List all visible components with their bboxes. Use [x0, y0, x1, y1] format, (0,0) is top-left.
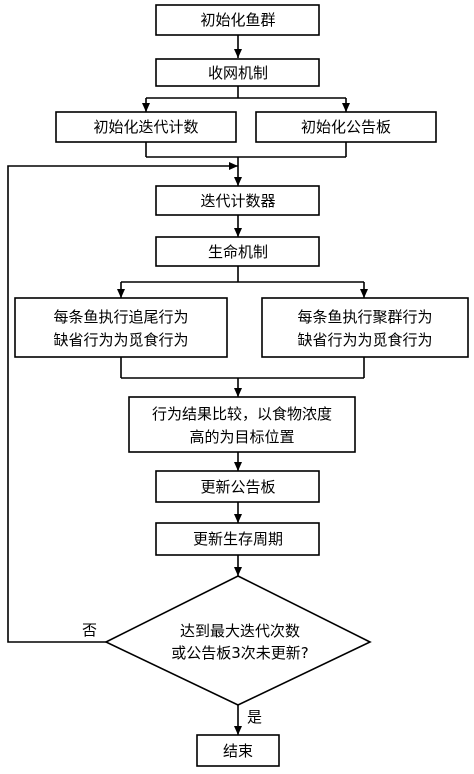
- node-init-fish-label: 初始化鱼群: [200, 11, 275, 29]
- node-compare-line2: 高的为目标位置: [189, 428, 294, 446]
- node-net-mechanism-label: 收网机制: [208, 64, 268, 82]
- node-update-bulletin-label: 更新公告板: [200, 478, 275, 496]
- node-follow-line2: 缺省行为为觅食行为: [53, 331, 188, 349]
- node-compare: 行为结果比较，以食物浓度 高的为目标位置: [128, 396, 356, 453]
- node-end-label: 结束: [223, 742, 253, 760]
- arrow-loop-back: [7, 162, 238, 643]
- node-init-bulletin: 初始化公告板: [255, 111, 437, 143]
- node-update-lifecycle: 更新生存周期: [155, 522, 320, 556]
- node-init-bulletin-label: 初始化公告板: [301, 118, 391, 136]
- node-swarm-line1: 每条鱼执行聚群行为: [297, 308, 432, 326]
- label-yes: 是: [247, 708, 262, 726]
- node-life-mechanism: 生命机制: [155, 236, 320, 267]
- node-init-iter-count-label: 初始化迭代计数: [93, 118, 198, 136]
- node-net-mechanism: 收网机制: [155, 58, 320, 87]
- node-follow-behavior: 每条鱼执行追尾行为 缺省行为为觅食行为: [14, 297, 228, 358]
- node-end: 结束: [196, 734, 280, 767]
- node-life-mechanism-label: 生命机制: [208, 243, 268, 261]
- node-swarm-line2: 缺省行为为觅食行为: [297, 331, 432, 349]
- node-iter-counter-label: 迭代计数器: [200, 192, 275, 210]
- node-init-iter-count: 初始化迭代计数: [55, 111, 237, 143]
- label-no: 否: [82, 621, 97, 639]
- node-init-fish: 初始化鱼群: [155, 4, 320, 36]
- node-compare-line1: 行为结果比较，以食物浓度: [152, 405, 332, 423]
- node-decision-line2: 或公告板3次未更新?: [171, 644, 309, 662]
- connectors: [7, 35, 368, 735]
- node-follow-line1: 每条鱼执行追尾行为: [53, 308, 188, 326]
- node-update-bulletin: 更新公告板: [155, 470, 320, 503]
- node-swarm-behavior: 每条鱼执行聚群行为 缺省行为为觅食行为: [261, 297, 469, 358]
- node-decision: 达到最大迭代次数 或公告板3次未更新?: [104, 575, 372, 706]
- node-update-lifecycle-label: 更新生存周期: [193, 530, 283, 548]
- node-iter-counter: 迭代计数器: [155, 185, 320, 216]
- node-decision-line1: 达到最大迭代次数: [180, 622, 300, 640]
